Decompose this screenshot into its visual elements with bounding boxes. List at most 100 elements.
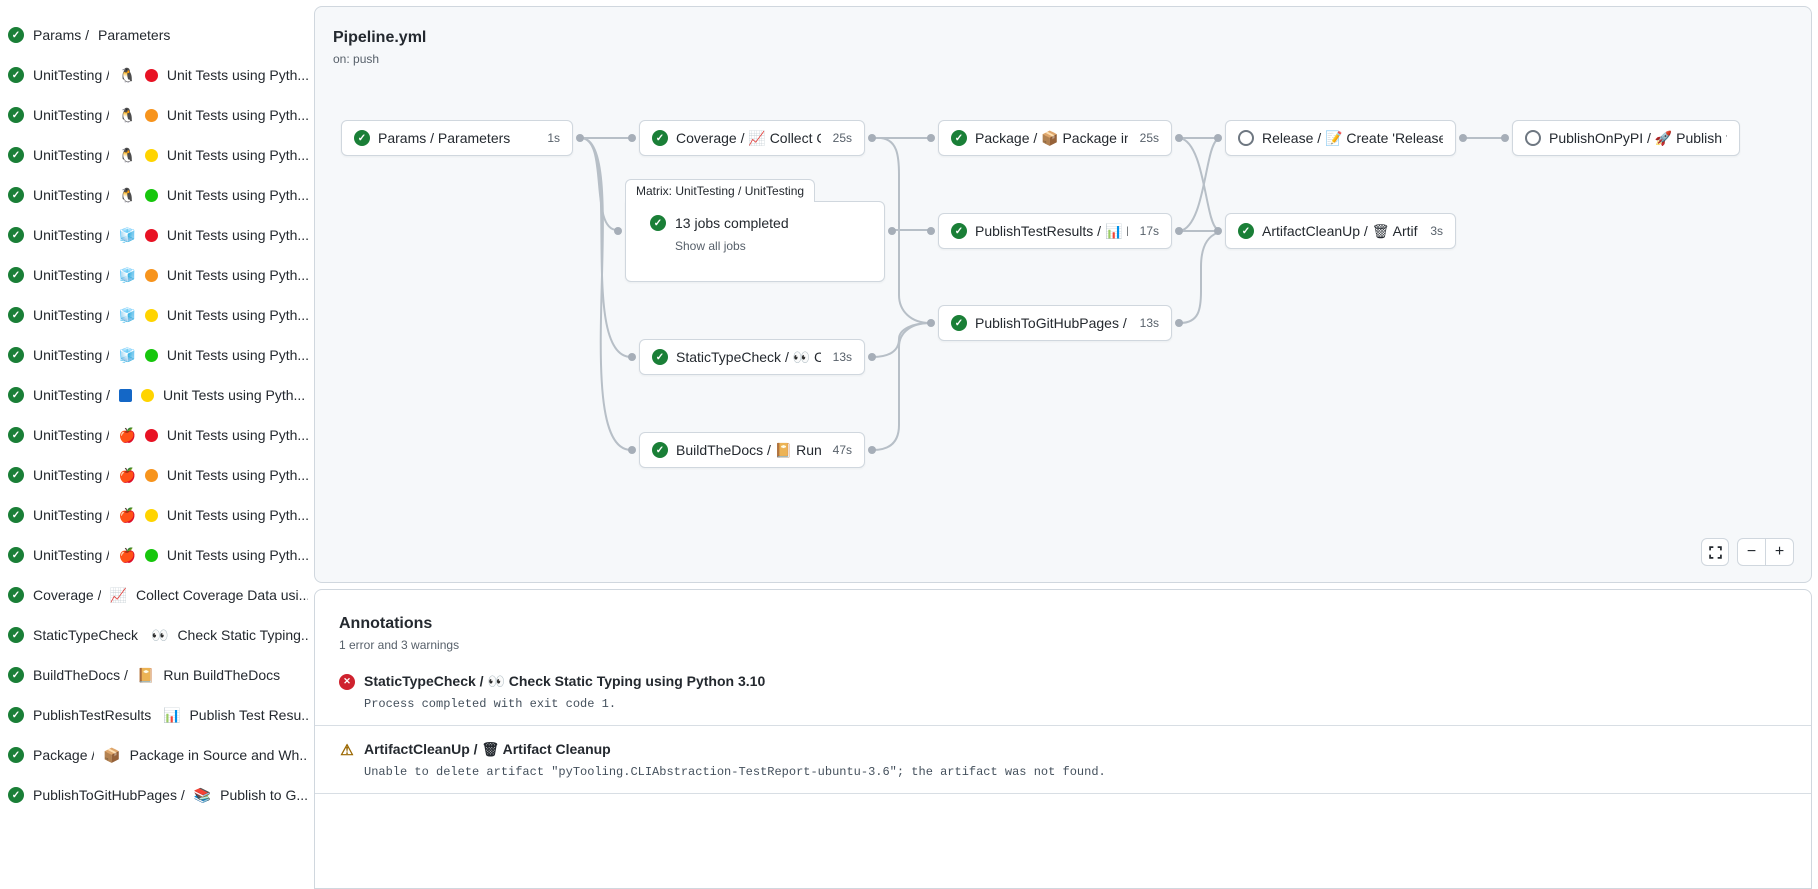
sidebar-job-unittesting-3[interactable]: ✓UnitTesting /🐧Unit Tests using Pyth... (0, 135, 308, 175)
sidebar-job-unittesting-8[interactable]: ✓UnitTesting /🧊Unit Tests using Pyth... (0, 335, 308, 375)
annotation-title: ArtifactCleanUp / 🗑 Artifact Cleanup (364, 741, 611, 757)
sidebar-job-unittesting-10[interactable]: ✓UnitTesting /🍎Unit Tests using Pyth... (0, 415, 308, 455)
graph-node-buildthedocs[interactable]: ✓BuildTheDocs / 📔 Run Buil...47s (628, 432, 876, 468)
success-check-icon: ✓ (652, 442, 668, 458)
sidebar-job-unittesting-13[interactable]: ✓UnitTesting /🍎Unit Tests using Pyth... (0, 535, 308, 575)
python-version-dot-icon (144, 348, 158, 362)
ice-cube-icon: 🧊 (118, 307, 136, 323)
node-duration: 3s (1430, 224, 1443, 238)
sidebar-job-unittesting-9[interactable]: ✓UnitTesting /Unit Tests using Pyth... (0, 375, 308, 415)
success-check-icon: ✓ (8, 747, 24, 763)
success-check-icon: ✓ (8, 387, 24, 403)
python-version-dot-icon (144, 508, 158, 522)
fullscreen-icon (1708, 545, 1722, 559)
sidebar-job-unittesting-7[interactable]: ✓UnitTesting /🧊Unit Tests using Pyth... (0, 295, 308, 335)
node-label: StaticTypeCheck / 👀 Chec... (676, 348, 821, 365)
skipped-circle-icon (1238, 130, 1254, 146)
success-check-icon: ✓ (652, 130, 668, 146)
sidebar-job-unittesting-2[interactable]: ✓UnitTesting /🐧Unit Tests using Pyth... (0, 95, 308, 135)
sidebar-job-publishtogithubpages-19[interactable]: ✓PublishToGitHubPages /📚Publish to G... (0, 775, 308, 815)
job-name: BuildTheDocs / (33, 667, 128, 683)
sidebar-job-unittesting-4[interactable]: ✓UnitTesting /🐧Unit Tests using Pyth... (0, 175, 308, 215)
sidebar-job-package-18[interactable]: ✓Package /📦Package in Source and Wh... (0, 735, 308, 775)
zoom-out-button[interactable]: − (1738, 539, 1766, 565)
fullscreen-button[interactable] (1701, 538, 1729, 566)
job-sidebar: ✓Params /Parameters✓UnitTesting /🐧Unit T… (0, 0, 308, 815)
success-check-icon: ✓ (8, 427, 24, 443)
linux-penguin-icon: 🐧 (118, 107, 136, 123)
job-name: UnitTesting / (33, 467, 110, 483)
python-version-dot-icon (144, 68, 158, 82)
red-apple-icon: 🍎 (118, 427, 136, 443)
success-check-icon: ✓ (8, 27, 24, 43)
eyes-icon: 👀 (151, 627, 169, 643)
job-label: Unit Tests using Pyth... (166, 187, 308, 203)
job-label: Unit Tests using Pyth... (166, 507, 308, 523)
annotation-error-row: ✕StaticTypeCheck / 👀 Check Static Typing… (315, 658, 1811, 726)
graph-node-params[interactable]: ✓ Params / Parameters 1s (341, 120, 584, 156)
graph-node-publishtestresults[interactable]: ✓PublishTestResults / 📊 Pu...17s (927, 213, 1183, 249)
graph-node-release[interactable]: Release / 📝 Create 'Release P... (1214, 120, 1467, 156)
sidebar-job-unittesting-1[interactable]: ✓UnitTesting /🐧Unit Tests using Pyth... (0, 55, 308, 95)
job-name: UnitTesting / (33, 227, 110, 243)
graph-node-publishonpypi[interactable]: PublishOnPyPI / 🚀 Publish to ... (1501, 120, 1740, 156)
python-version-dot-icon (144, 108, 158, 122)
success-check-icon: ✓ (951, 223, 967, 239)
job-label: Unit Tests using Pyth... (166, 347, 308, 363)
job-label: Publish Test Resu... (189, 707, 308, 723)
zoom-in-button[interactable]: + (1774, 543, 1785, 560)
node-label: Release / 📝 Create 'Release P... (1262, 129, 1443, 146)
python-version-dot-icon (144, 268, 158, 282)
job-label: Unit Tests using Pyth... (166, 427, 308, 443)
sidebar-job-statictypecheck-15[interactable]: ✓StaticTypeCheck /👀Check Static Typing..… (0, 615, 308, 655)
sidebar-job-params-0[interactable]: ✓Params /Parameters (0, 15, 308, 55)
job-name: Params / (33, 27, 90, 43)
show-all-jobs-link[interactable]: Show all jobs (675, 239, 746, 253)
node-duration: 1s (547, 131, 560, 145)
job-name: PublishTestResults / (33, 707, 155, 723)
node-duration: 25s (832, 131, 852, 145)
sidebar-job-buildthedocs-16[interactable]: ✓BuildTheDocs /📔Run BuildTheDocs (0, 655, 308, 695)
success-check-icon: ✓ (354, 130, 370, 146)
success-check-icon: ✓ (8, 347, 24, 363)
job-name: PublishToGitHubPages / (33, 787, 185, 803)
sidebar-job-unittesting-11[interactable]: ✓UnitTesting /🍎Unit Tests using Pyth... (0, 455, 308, 495)
graph-node-publishtogithubpages[interactable]: ✓PublishToGitHubPages / 📚 ...13s (927, 305, 1183, 341)
graph-node-package[interactable]: ✓Package / 📦 Package in So...25s (927, 120, 1183, 156)
job-label: Unit Tests using Pyth... (163, 387, 306, 403)
sidebar-job-unittesting-6[interactable]: ✓UnitTesting /🧊Unit Tests using Pyth... (0, 255, 308, 295)
job-label: Unit Tests using Pyth... (166, 67, 308, 83)
graph-node-coverage[interactable]: ✓ Coverage / 📈 Collect Cove... 25s (628, 120, 876, 156)
job-name: UnitTesting / (33, 547, 110, 563)
node-label: PublishOnPyPI / 🚀 Publish to ... (1549, 129, 1727, 146)
node-label: Coverage / 📈 Collect Cove... (676, 129, 821, 146)
matrix-tab-label: Matrix: UnitTesting / UnitTesting (625, 179, 816, 202)
job-label: Collect Coverage Data usi... (136, 587, 308, 603)
success-check-icon: ✓ (8, 187, 24, 203)
package-box-icon: 📦 (103, 747, 121, 763)
job-name: Coverage / (33, 587, 101, 603)
sidebar-job-coverage-14[interactable]: ✓Coverage /📈Collect Coverage Data usi... (0, 575, 308, 615)
node-duration: 47s (832, 443, 852, 457)
success-check-icon: ✓ (8, 67, 24, 83)
graph-header: Pipeline.yml on: push (333, 29, 426, 66)
sidebar-job-publishtestresults-17[interactable]: ✓PublishTestResults /📊Publish Test Resu.… (0, 695, 308, 735)
success-check-icon: ✓ (652, 349, 668, 365)
success-check-icon: ✓ (8, 227, 24, 243)
node-label: Params / Parameters (378, 130, 511, 146)
graph-node-artifactcleanup[interactable]: ✓ArtifactCleanUp / 🗑 Artifac...3s (1214, 213, 1456, 249)
job-name: StaticTypeCheck / (33, 627, 142, 643)
job-label: Unit Tests using Pyth... (166, 267, 308, 283)
success-check-icon: ✓ (8, 147, 24, 163)
success-check-icon: ✓ (8, 507, 24, 523)
matrix-node-unittesting[interactable]: ✓ 13 jobs completed Show all jobs (614, 201, 896, 282)
job-label: Unit Tests using Pyth... (166, 307, 308, 323)
ice-cube-icon: 🧊 (118, 267, 136, 283)
job-label: Unit Tests using Pyth... (166, 107, 308, 123)
node-duration: 13s (1139, 316, 1159, 330)
python-version-dot-icon (144, 428, 158, 442)
graph-node-statictypecheck[interactable]: ✓StaticTypeCheck / 👀 Chec...13s (628, 339, 876, 375)
annotations-panel: Annotations 1 error and 3 warnings ✕Stat… (314, 589, 1812, 889)
sidebar-job-unittesting-5[interactable]: ✓UnitTesting /🧊Unit Tests using Pyth... (0, 215, 308, 255)
sidebar-job-unittesting-12[interactable]: ✓UnitTesting /🍎Unit Tests using Pyth... (0, 495, 308, 535)
